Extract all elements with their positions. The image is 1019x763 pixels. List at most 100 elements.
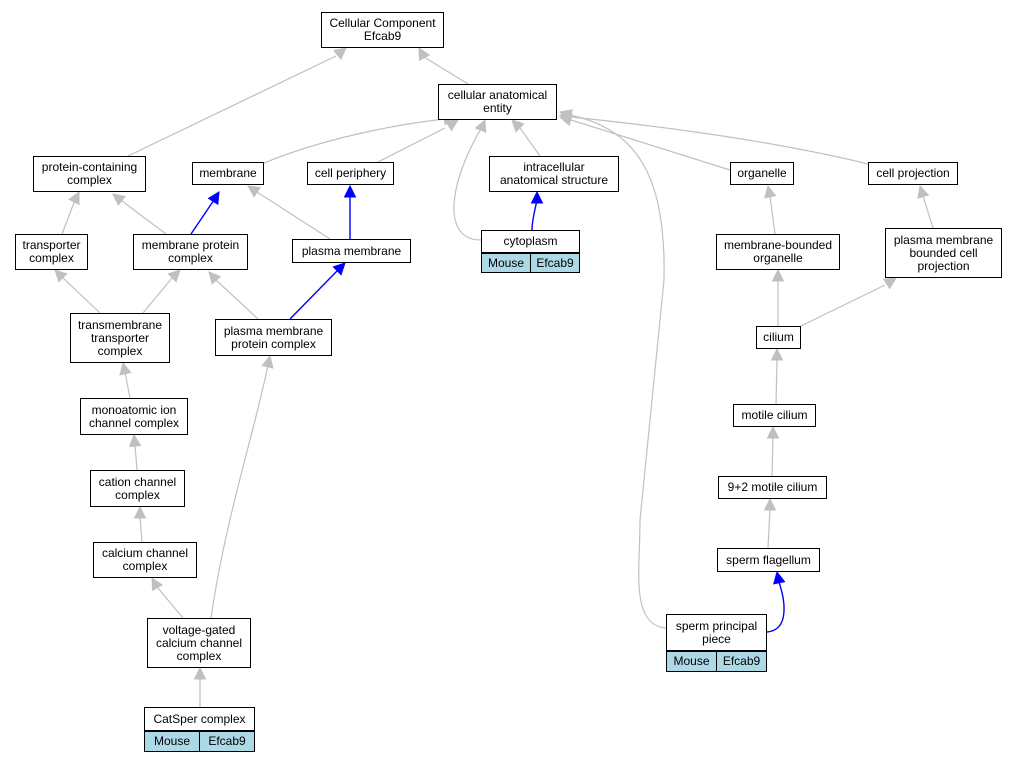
node-intracellular-anatomical-structure[interactable]: intracellular anatomical structure: [489, 156, 619, 192]
node-label: sperm principal piece: [675, 618, 758, 646]
node-label: transmembrane transporter complex: [77, 317, 163, 358]
arrowhead-spp-to-sflag: [773, 570, 786, 585]
edge-vgcc-to-pmpc: [210, 364, 269, 619]
node-label: organelle: [737, 166, 787, 180]
arrowhead-cil-to-pmbcp: [882, 277, 897, 290]
gene-badge[interactable]: Efcab9: [530, 253, 580, 273]
node-protein-containing-complex[interactable]: protein-containing complex: [33, 156, 146, 192]
node-sperm-flagellum[interactable]: sperm flagellum: [717, 548, 820, 572]
node-transmembrane-transporter-complex[interactable]: transmembrane transporter complex: [70, 313, 170, 363]
arrowhead-cper-to-cae: [444, 119, 459, 132]
node-catsper-complex[interactable]: CatSper complex: [144, 707, 255, 731]
arrowhead-pm-to-cper: [343, 184, 357, 198]
arrowhead-pmbcp-to-cproj: [917, 184, 930, 199]
edge-mbo-to-org: [769, 195, 776, 235]
node-label: cation channel complex: [98, 474, 177, 502]
node-organelle[interactable]: organelle: [730, 162, 794, 185]
gene-badge[interactable]: Efcab9: [199, 731, 255, 752]
edge-mem-to-cae: [263, 118, 446, 164]
node-cilium[interactable]: cilium: [756, 326, 801, 349]
arrowhead-mbo-to-org: [764, 184, 777, 199]
node-cell-projection[interactable]: cell projection: [868, 162, 958, 185]
node-label: cellular anatomical entity: [447, 88, 548, 115]
node-membrane-bounded-organelle[interactable]: membrane-bounded organelle: [716, 234, 840, 270]
node-cation-channel-complex[interactable]: cation channel complex: [90, 470, 185, 507]
edge-pmpc-to-mpc: [215, 279, 259, 320]
edge-tc-to-pcc: [61, 199, 76, 235]
node-voltage-gated-calcium-channel-complex[interactable]: voltage-gated calcium channel complex: [147, 618, 251, 668]
edge-mpc-to-pcc: [121, 200, 167, 235]
node-transporter-complex[interactable]: transporter complex: [15, 234, 88, 270]
node-label: plasma membrane: [301, 243, 402, 258]
node-label: protein-containing complex: [41, 160, 138, 187]
arrowhead-sflag-to-m92: [763, 497, 777, 511]
edge-cil-to-pmbcp: [800, 284, 886, 327]
node-label: Cellular Component Efcab9: [329, 16, 436, 43]
node-label: calcium channel complex: [101, 546, 189, 573]
species-label: Mouse: [153, 734, 191, 748]
edge-sflag-to-m92: [767, 508, 771, 549]
arrowhead-mcil-to-cil: [770, 347, 784, 361]
edge-mcil-to-cil: [775, 358, 778, 405]
edge-ccc-to-mic: [134, 444, 138, 471]
edge-spp-to-cae: [569, 114, 667, 629]
node-cytoplasm[interactable]: cytoplasm: [481, 230, 580, 253]
edge-vgcc-to-cacc: [156, 586, 184, 619]
species-badge[interactable]: Mouse: [144, 731, 200, 752]
edge-cproj-to-cae: [570, 116, 869, 165]
arrowhead-ttc-to-mpc: [167, 269, 181, 283]
node-label: membrane-bounded organelle: [723, 238, 833, 265]
arrowhead-pmpc-to-mpc: [208, 271, 222, 285]
arrowhead-cyto-to-ias: [530, 190, 544, 204]
arrowhead-pm-to-mem: [247, 185, 262, 198]
edge-pmbcp-to-cproj: [922, 195, 934, 229]
node-cellular-component-efcab9[interactable]: Cellular Component Efcab9: [321, 12, 444, 48]
gene-badge[interactable]: Efcab9: [716, 651, 767, 672]
arrowhead-ccc-to-mic: [128, 433, 142, 448]
node-calcium-channel-complex[interactable]: calcium channel complex: [93, 542, 197, 578]
node-motile-cilium[interactable]: motile cilium: [733, 404, 816, 427]
node-membrane-protein-complex[interactable]: membrane protein complex: [133, 234, 248, 270]
node-plasma-membrane-bounded-cell-projection[interactable]: plasma membrane bounded cell projection: [885, 228, 1002, 278]
edge-cyto-to-ias: [531, 199, 538, 231]
node-label: cell projection: [876, 166, 950, 180]
arrowhead-cyto-to-cae: [474, 118, 487, 134]
species-label: Mouse: [487, 256, 525, 270]
node-membrane[interactable]: membrane: [192, 162, 264, 185]
edge-ttc-to-tc: [61, 276, 101, 314]
species-badge[interactable]: Mouse: [666, 651, 717, 672]
edge-cae-to-root: [423, 56, 469, 85]
gene-label: Efcab9: [208, 734, 246, 748]
arrowhead-spp-to-cae: [558, 109, 573, 122]
node-label: plasma membrane bounded cell projection: [893, 232, 994, 273]
node-cellular-anatomical-entity[interactable]: cellular anatomical entity: [438, 84, 557, 120]
node-label: intracellular anatomical structure: [499, 160, 609, 187]
node-label: CatSper complex: [153, 711, 246, 726]
edge-cyto-to-cae: [453, 126, 483, 241]
node-label: voltage-gated calcium channel complex: [155, 622, 243, 663]
node-label: monoatomic ion channel complex: [88, 402, 180, 430]
arrowhead-ias-to-cae: [511, 119, 525, 133]
arrowhead-mpc-to-mem: [207, 191, 220, 206]
node-monoatomic-ion-channel-complex[interactable]: monoatomic ion channel complex: [80, 398, 188, 435]
edge-pmpc-to-pm: [289, 270, 338, 320]
node-label: membrane: [199, 166, 257, 180]
arrowhead-mic-to-ttc: [119, 361, 132, 376]
node-sperm-principal-piece[interactable]: sperm principal piece: [666, 614, 767, 651]
arrowhead-ttc-to-tc: [54, 269, 68, 283]
arrowhead-cae-to-root: [418, 47, 431, 62]
node-9-2-motile-cilium[interactable]: 9+2 motile cilium: [718, 476, 827, 499]
node-plasma-membrane[interactable]: plasma membrane: [292, 239, 411, 263]
edge-mic-to-ttc: [124, 371, 131, 399]
edge-pm-to-mem: [256, 191, 331, 240]
species-badge[interactable]: Mouse: [481, 253, 531, 273]
edge-org-to-cae: [570, 119, 731, 171]
node-cell-periphery[interactable]: cell periphery: [307, 162, 394, 185]
node-label: plasma membrane protein complex: [223, 323, 324, 351]
edge-ttc-to-mpc: [142, 277, 173, 314]
node-plasma-membrane-protein-complex[interactable]: plasma membrane protein complex: [215, 319, 332, 356]
arrowhead-catsper-to-vgcc: [193, 666, 207, 680]
arrowhead-cacc-to-ccc: [133, 505, 147, 519]
node-label: cytoplasm: [503, 234, 558, 248]
